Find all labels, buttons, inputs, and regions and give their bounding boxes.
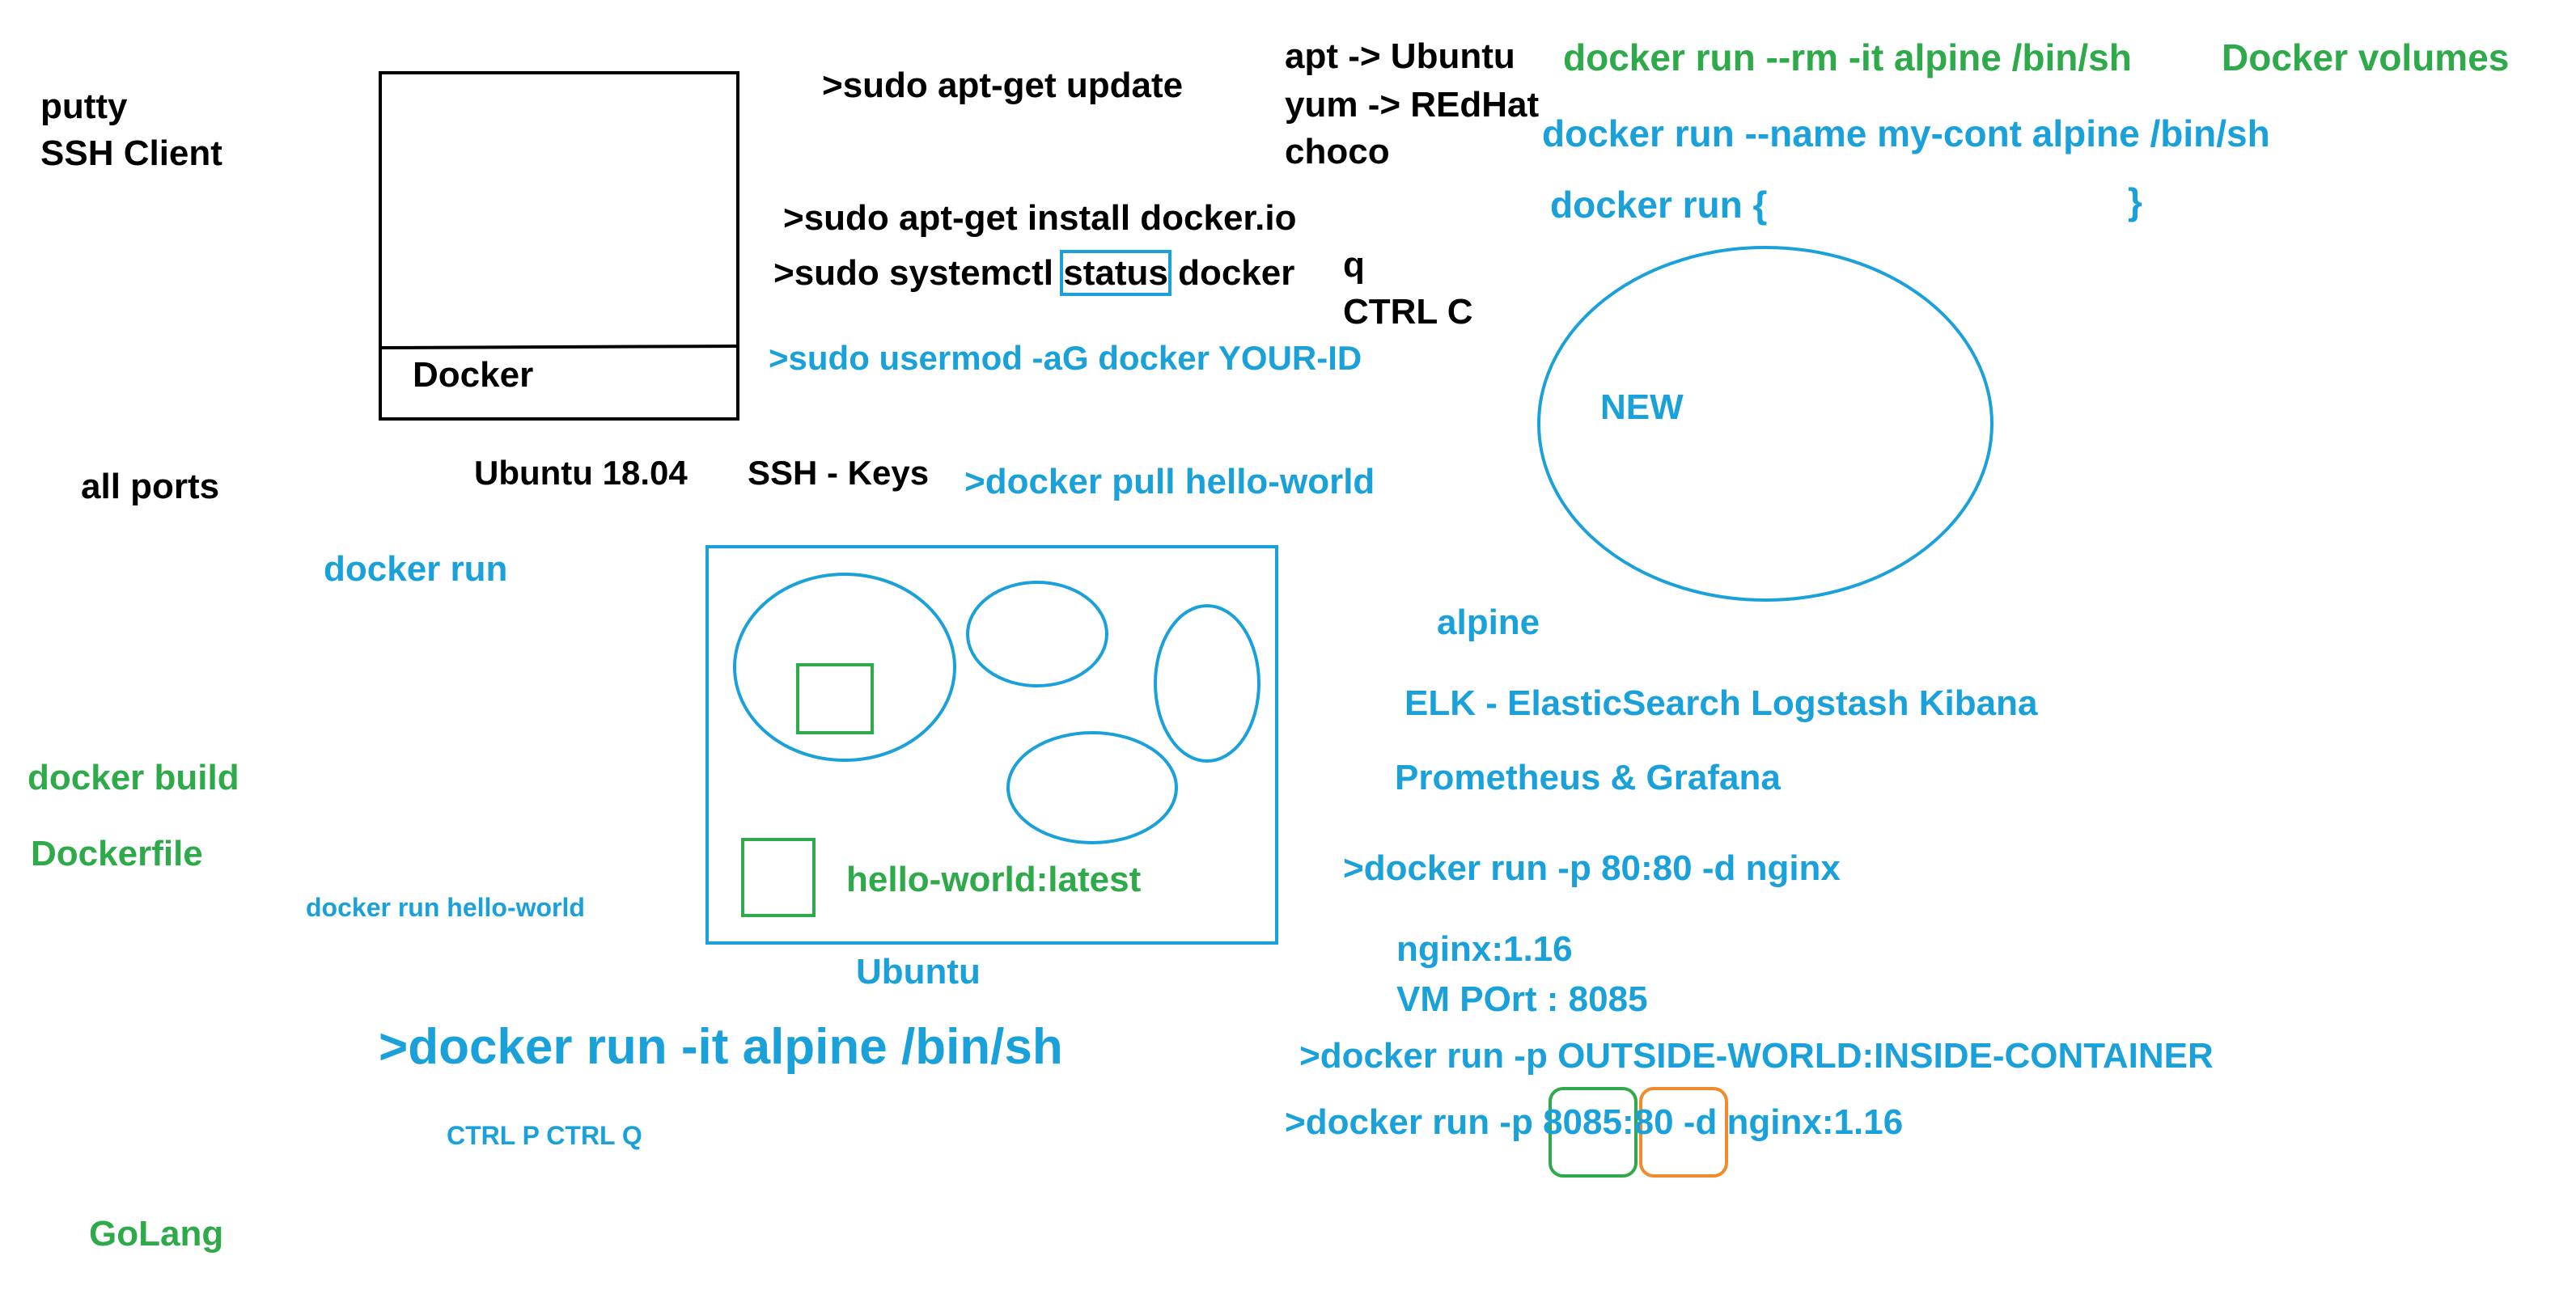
systemctl-command: >sudo systemctl status docker xyxy=(773,250,1295,296)
prometheus-grafana-label: Prometheus & Grafana xyxy=(1395,758,1781,797)
docker-run-hello-world-label: docker run hello-world xyxy=(306,893,585,922)
container-image-square xyxy=(796,663,874,734)
vm-divider xyxy=(379,345,739,349)
docker-volumes-label: Docker volumes xyxy=(2222,36,2510,78)
apt-ubuntu-label: apt -> Ubuntu xyxy=(1285,36,1515,76)
yum-redhat-label: yum -> REdHat xyxy=(1285,85,1540,125)
hello-world-image-label: hello-world:latest xyxy=(846,860,1142,899)
docker-run-label: docker run xyxy=(324,549,508,589)
new-container-ellipse xyxy=(1537,246,1993,602)
container-ellipse-3 xyxy=(1154,604,1260,763)
nginx-version-label: nginx:1.16 xyxy=(1396,929,1573,969)
apt-update-command: >sudo apt-get update xyxy=(822,66,1184,105)
systemctl-prefix: >sudo systemctl xyxy=(773,253,1064,293)
all-ports-label: all ports xyxy=(81,467,220,506)
q-key-label: q xyxy=(1343,245,1365,285)
docker-run-alpine-command: >docker run -it alpine /bin/sh xyxy=(379,1019,1063,1075)
docker-run-port-command: >docker run -p 8085:80 -d nginx:1.16 xyxy=(1285,1105,1903,1140)
systemctl-status-highlight: status xyxy=(1060,250,1171,296)
choco-label: choco xyxy=(1285,132,1390,171)
docker-box-label: Docker xyxy=(413,355,534,395)
usermod-command: >sudo usermod -aG docker YOUR-ID xyxy=(769,339,1362,377)
docker-run-nginx-command: >docker run -p 80:80 -d nginx xyxy=(1343,848,1841,888)
container-ellipse-4 xyxy=(1006,731,1178,844)
inside-port-value: 80 xyxy=(1633,1102,1674,1142)
docker-run-brace-open: docker run { xyxy=(1550,184,1768,226)
docker-pull-command: >docker pull hello-world xyxy=(964,462,1375,501)
alpine-label: alpine xyxy=(1437,603,1540,642)
vm-box xyxy=(379,71,739,421)
docker-run-rm-command: docker run --rm -it alpine /bin/sh xyxy=(1563,36,2132,78)
host-box xyxy=(705,545,1278,945)
ssh-keys-label: SSH - Keys xyxy=(748,454,930,492)
ssh-client-label: SSH Client xyxy=(40,133,222,173)
outside-port-value: 8085 xyxy=(1543,1102,1622,1142)
golang-label: GoLang xyxy=(89,1214,224,1254)
container-ellipse-1 xyxy=(733,573,956,762)
image-square xyxy=(741,838,816,917)
inside-port-highlight xyxy=(1639,1087,1728,1178)
docker-build-label: docker build xyxy=(28,758,239,797)
putty-label: putty xyxy=(40,87,128,126)
vm-port-label: VM POrt : 8085 xyxy=(1396,979,1648,1019)
apt-install-command: >sudo apt-get install docker.io xyxy=(783,198,1297,238)
port-colon: : xyxy=(1621,1102,1634,1142)
elk-label: ELK - ElasticSearch Logstash Kibana xyxy=(1405,683,2038,723)
port-syntax-command: >docker run -p OUTSIDE-WORLD:INSIDE-CONT… xyxy=(1299,1036,2214,1076)
port-command-suffix: -d nginx:1.16 xyxy=(1673,1102,1904,1142)
dockerfile-label: Dockerfile xyxy=(31,834,203,873)
docker-run-name-command: docker run --name my-cont alpine /bin/sh xyxy=(1542,112,2270,154)
container-ellipse-2 xyxy=(966,581,1108,687)
port-command-prefix: >docker run -p xyxy=(1285,1102,1544,1142)
ctrl-c-label: CTRL C xyxy=(1343,292,1473,332)
ubuntu-version-label: Ubuntu 18.04 xyxy=(474,454,688,492)
host-ubuntu-label: Ubuntu xyxy=(856,952,981,992)
docker-run-brace-close: } xyxy=(2128,180,2142,222)
systemctl-suffix: docker xyxy=(1167,253,1295,293)
new-container-label: NEW xyxy=(1600,387,1684,427)
ctrl-pq-label: CTRL P CTRL Q xyxy=(447,1121,642,1150)
outside-port-highlight xyxy=(1549,1087,1638,1178)
